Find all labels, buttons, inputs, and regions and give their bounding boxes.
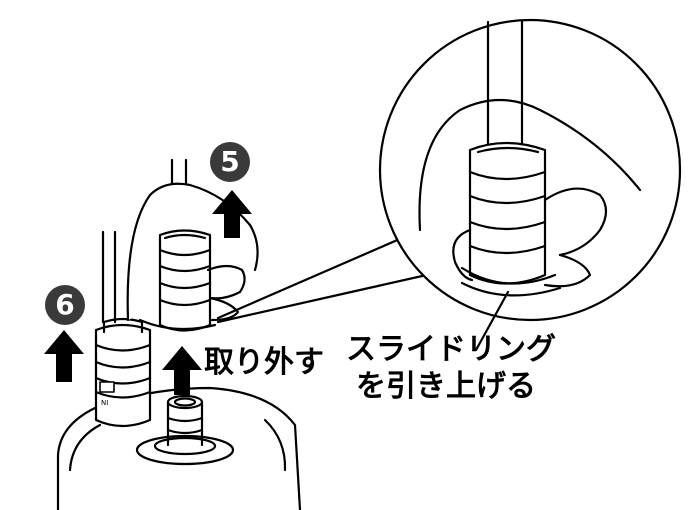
- middle-fitting: [126, 158, 259, 332]
- zoom-leader: [216, 226, 442, 324]
- up-arrow-icon: [212, 190, 252, 238]
- slide-ring-label-line2: を引き上げる: [356, 369, 536, 404]
- magnified-view: [378, 18, 682, 352]
- remove-label: 取り外す: [204, 345, 324, 380]
- left-fitting: NI: [94, 230, 152, 428]
- up-arrow-icon: [162, 346, 202, 395]
- slide-ring-label-line1: スライドリング: [346, 332, 556, 367]
- outlet-port: [135, 394, 235, 466]
- fitting-mark: NI: [101, 399, 108, 407]
- step-5-number: 5: [220, 145, 240, 178]
- up-arrow-icon: [44, 330, 84, 382]
- step-6-badge: 6: [45, 285, 85, 325]
- step-6-number: 6: [55, 288, 75, 321]
- step-5-badge: 5: [210, 142, 250, 182]
